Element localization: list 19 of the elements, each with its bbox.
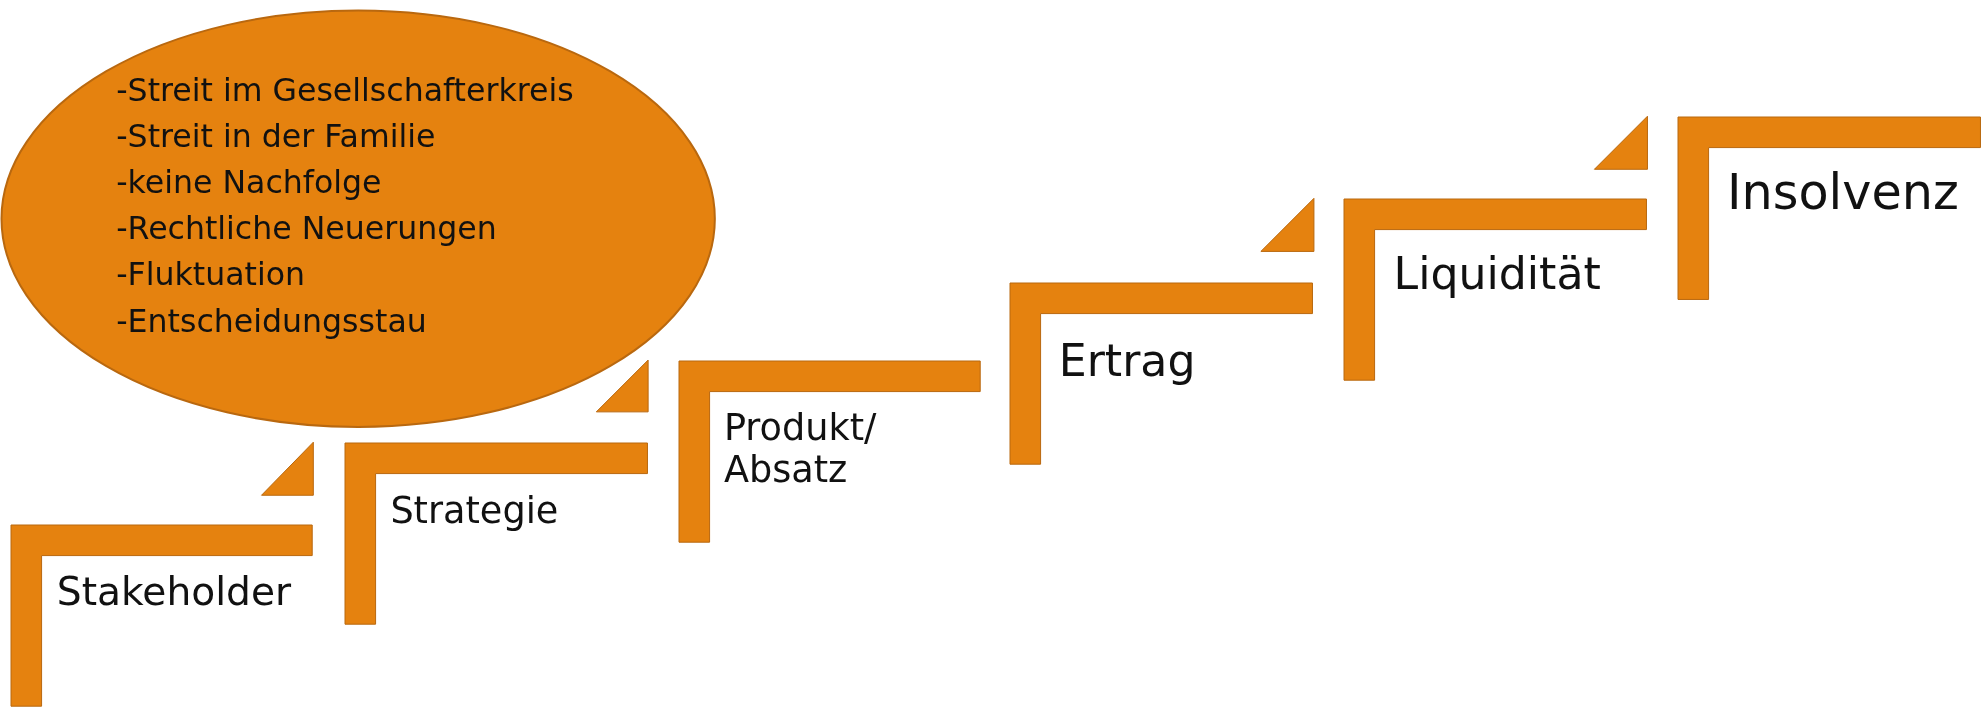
bullet-text: -keine Nachfolge bbox=[116, 164, 382, 201]
stair-step bbox=[1676, 116, 1981, 301]
step-label: Insolvenz bbox=[1727, 164, 1959, 221]
bullet-text: -Fluktuation bbox=[116, 256, 306, 293]
stair-step bbox=[1343, 198, 1648, 382]
bullet-text: -Streit im Gesellschafterkreis bbox=[116, 72, 574, 109]
stair-step bbox=[343, 442, 649, 626]
step-label: Stakeholder bbox=[56, 568, 292, 614]
stair-step bbox=[678, 360, 982, 544]
step-label: Strategie bbox=[390, 490, 559, 533]
step-label: Ertrag bbox=[1058, 336, 1196, 387]
bullet-text: -Rechtliche Neuerungen bbox=[116, 210, 497, 247]
bullet-text: -Entscheidungsstau bbox=[116, 302, 427, 339]
stair-step bbox=[1009, 281, 1314, 465]
stair-step bbox=[10, 524, 314, 708]
bubble-ellipse bbox=[0, 8, 717, 429]
bullet-text: -Streit in der Familie bbox=[116, 118, 436, 155]
step-label: Liquidität bbox=[1393, 248, 1601, 300]
step-label: Produkt/ Absatz bbox=[723, 406, 878, 492]
